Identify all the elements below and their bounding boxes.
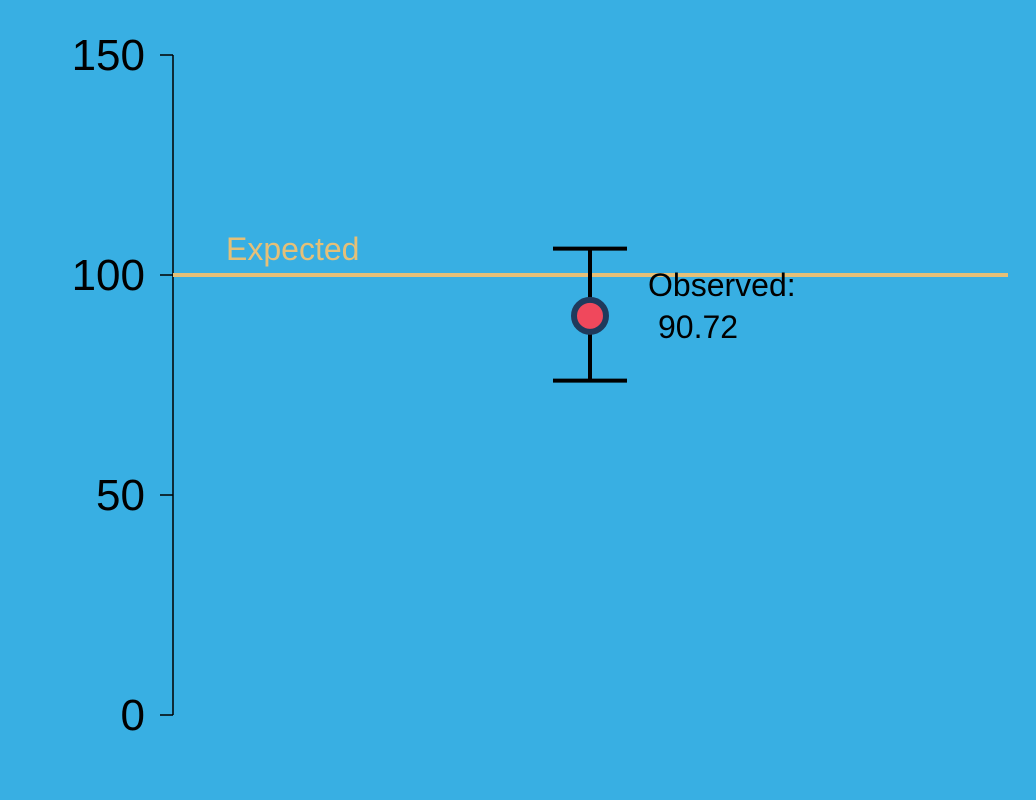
y-tick-label: 50 — [96, 471, 145, 520]
y-axis-ticks: 0 50 100 150 — [72, 31, 173, 740]
y-tick-label: 150 — [72, 31, 145, 80]
y-tick-label: 0 — [121, 691, 145, 740]
observed-point — [571, 296, 609, 335]
expected-label: Expected — [226, 231, 359, 267]
observed-label: Observed: 90.72 — [648, 267, 805, 345]
observed-label-prefix: Observed: — [648, 267, 796, 303]
y-tick-label: 100 — [72, 251, 145, 300]
observed-label-value: 90.72 — [658, 309, 738, 345]
